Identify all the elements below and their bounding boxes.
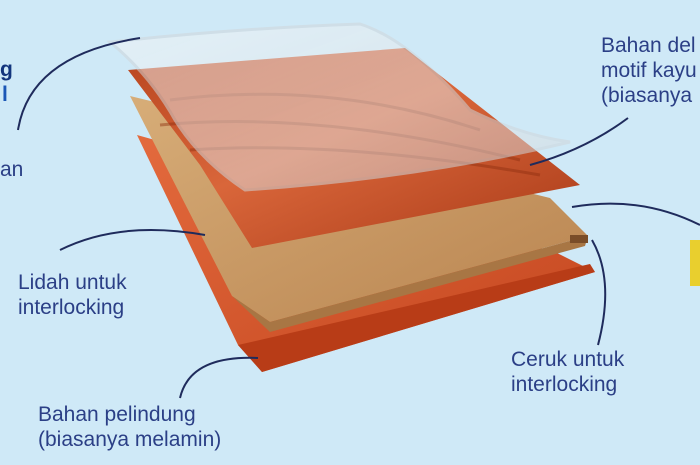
- leader-left-top: [17, 37, 141, 131]
- label-groove-line1: Ceruk untuk: [511, 348, 625, 371]
- label-backing-line2: (biasanya melamin): [38, 428, 222, 451]
- label-decor-line3: (biasanya: [601, 84, 693, 107]
- label-left-edge-g: g: [0, 58, 13, 81]
- backing-layer-edge: [238, 264, 595, 372]
- leader-groove: [591, 239, 607, 346]
- groove-notch: [570, 235, 588, 243]
- label-decor-material: Bahan del motif kayu (biasanya: [601, 33, 697, 108]
- label-decor-line1: Bahan del: [601, 34, 696, 57]
- overlay-film: [106, 22, 571, 192]
- label-backing-line1: Bahan pelindung: [38, 403, 196, 426]
- label-tongue-line2: interlocking: [18, 296, 125, 319]
- leader-right-edge: [571, 202, 700, 226]
- label-left-edge-l: l: [2, 83, 8, 106]
- label-left-edge-an: an: [0, 158, 24, 181]
- leader-backing: [179, 356, 259, 399]
- label-groove: Ceruk untuk interlocking: [511, 347, 624, 397]
- leader-top-right: [529, 117, 629, 166]
- label-tongue-line1: Lidah untuk: [18, 271, 127, 294]
- label-groove-line2: interlocking: [511, 373, 618, 396]
- label-decor-line2: motif kayu: [601, 59, 697, 82]
- core-layer-edge: [232, 236, 588, 332]
- label-tongue: Lidah untuk interlocking: [18, 270, 127, 320]
- leader-tongue: [59, 229, 206, 251]
- right-edge-yellow-mark: [690, 240, 700, 286]
- label-backing: Bahan pelindung (biasanya melamin): [38, 402, 221, 452]
